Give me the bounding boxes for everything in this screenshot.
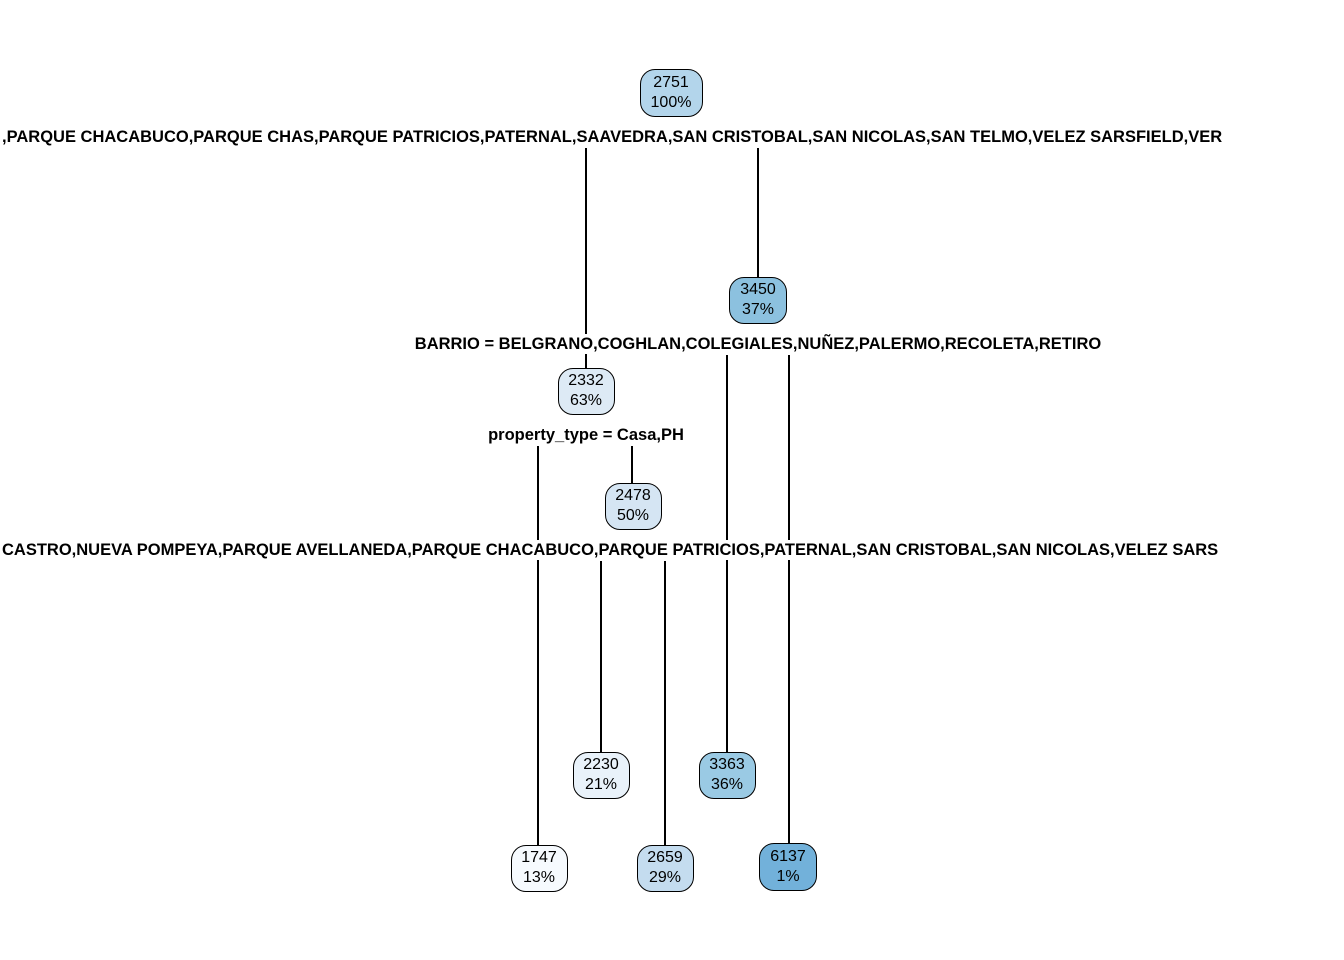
- node-percent: 36%: [710, 776, 744, 793]
- node-percent: 37%: [741, 301, 775, 318]
- tree-node-1747: 1747 13%: [510, 844, 568, 892]
- tree-node-3363: 3363 36%: [698, 751, 756, 799]
- split-condition-label: ,PARQUE CHACABUCO,PARQUE CHAS,PARQUE PAT…: [0, 127, 1225, 147]
- node-value: 1747: [521, 849, 557, 866]
- split-condition-label: CASTRO,NUEVA POMPEYA,PARQUE AVELLANEDA,P…: [0, 540, 1221, 560]
- node-value: 3450: [740, 281, 776, 298]
- tree-node-3450: 3450 37%: [729, 276, 787, 324]
- node-value: 3363: [709, 756, 745, 773]
- node-value: 2751: [653, 74, 689, 91]
- node-value: 2230: [583, 756, 619, 773]
- node-percent: 63%: [569, 392, 603, 409]
- split-condition-label: property_type = Casa,PH: [486, 425, 686, 445]
- split-condition-label: BARRIO = BELGRANO,COGHLAN,COLEGIALES,NUÑ…: [412, 334, 1104, 354]
- node-value: 2478: [615, 487, 651, 504]
- tree-node-2230: 2230 21%: [572, 751, 630, 799]
- node-percent: 1%: [776, 868, 800, 885]
- branch-line: [788, 355, 790, 844]
- node-percent: 50%: [616, 507, 650, 524]
- node-percent: 29%: [648, 869, 682, 886]
- branch-line: [600, 561, 602, 752]
- tree-node-6137: 6137 1%: [759, 843, 817, 891]
- branch-line: [585, 148, 587, 368]
- branch-line: [537, 446, 539, 845]
- node-value: 2332: [568, 372, 604, 389]
- branch-line: [631, 446, 633, 483]
- branch-line: [664, 561, 666, 845]
- node-percent: 100%: [650, 94, 692, 111]
- tree-node-2478: 2478 50%: [604, 482, 662, 530]
- tree-node-2332: 2332 63%: [557, 367, 615, 415]
- node-value: 6137: [770, 848, 806, 865]
- tree-node-2751: 2751 100%: [639, 69, 703, 117]
- branch-line: [757, 148, 759, 277]
- tree-node-2659: 2659 29%: [636, 844, 694, 892]
- node-value: 2659: [647, 849, 683, 866]
- node-percent: 21%: [584, 776, 618, 793]
- node-percent: 13%: [522, 869, 556, 886]
